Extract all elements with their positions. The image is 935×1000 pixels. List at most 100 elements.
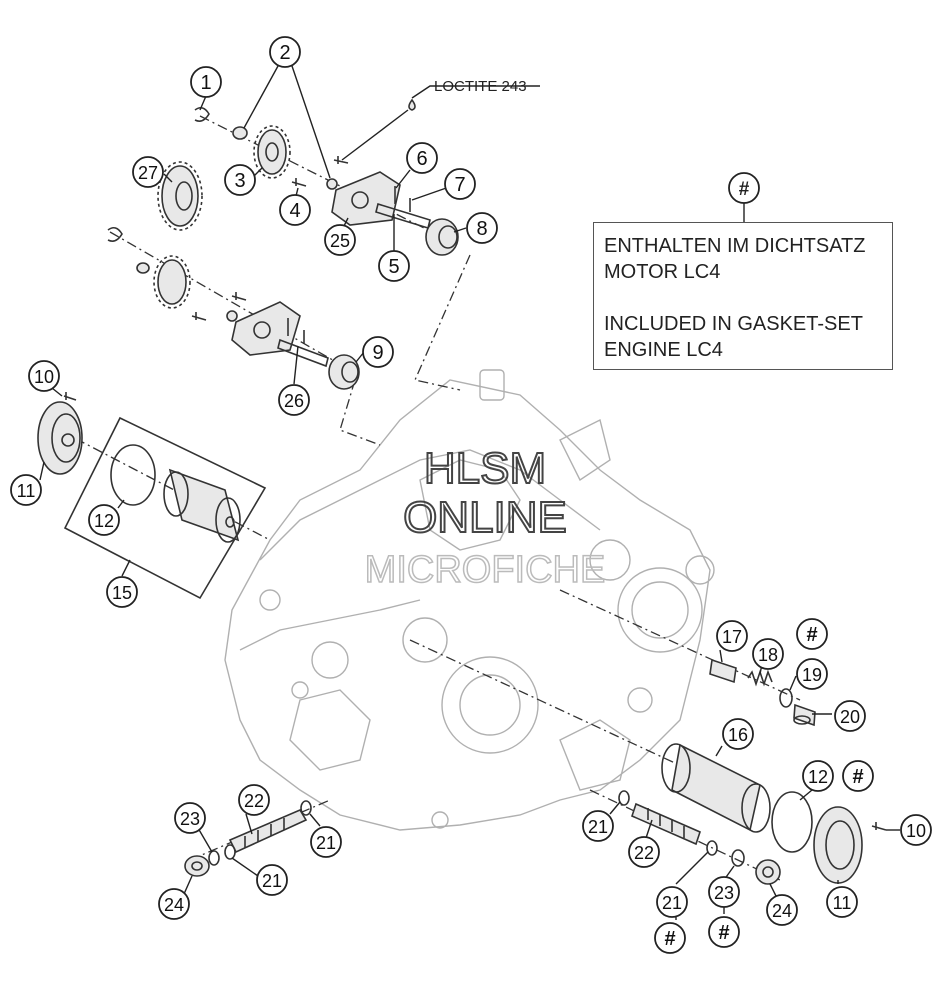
svg-text:12: 12 (808, 767, 828, 787)
svg-text:26: 26 (284, 391, 304, 411)
o-ring-21c (618, 790, 630, 806)
callout-c21a: 21 (310, 826, 342, 858)
callout-c23a: 23 (174, 802, 206, 834)
svg-text:9: 9 (372, 342, 383, 364)
callout-c9: 9 (362, 336, 394, 368)
callout-h1: # (796, 618, 828, 650)
svg-text:16: 16 (728, 725, 748, 745)
gasket-set-note: ENTHALTEN IM DICHTSATZ MOTOR LC4 INCLUDE… (593, 222, 893, 370)
svg-text:21: 21 (662, 893, 682, 913)
callout-h4: # (708, 916, 740, 948)
svg-text:24: 24 (164, 895, 184, 915)
callout-c16: 16 (722, 718, 754, 750)
callout-c22a: 22 (238, 784, 270, 816)
watermark-line3: MICROFICHE (365, 549, 606, 591)
svg-text:27: 27 (138, 163, 158, 183)
svg-text:10: 10 (906, 821, 926, 841)
callout-c21b: 21 (256, 864, 288, 896)
o-ring-21d (706, 840, 718, 856)
svg-text:21: 21 (262, 871, 282, 891)
oil-pump-gear-3 (253, 125, 291, 179)
svg-text:7: 7 (454, 174, 465, 196)
oil-filter-cover-11-left (37, 401, 83, 475)
callout-c18: 18 (752, 638, 784, 670)
svg-text:8: 8 (476, 218, 487, 240)
callout-c7: 7 (444, 168, 476, 200)
note-line3: INCLUDED IN GASKET-SET (604, 313, 863, 335)
watermark-line2: ONLINE (403, 493, 567, 542)
engine-crankcase (224, 369, 715, 831)
svg-text:20: 20 (840, 707, 860, 727)
o-ring-23b (731, 849, 745, 867)
callout-c11a: 11 (10, 474, 42, 506)
pump-shaft-26 (277, 338, 329, 368)
svg-text:5: 5 (388, 256, 399, 278)
svg-text:12: 12 (94, 511, 114, 531)
o-ring-21b (224, 844, 236, 860)
callout-c19: 19 (796, 658, 828, 690)
callout-c3: 3 (224, 164, 256, 196)
callout-c23b: 23 (708, 876, 740, 908)
parts (37, 98, 887, 885)
svg-text:23: 23 (714, 883, 734, 903)
note-line1: ENTHALTEN IM DICHTSATZ (604, 235, 866, 257)
plug-24-left (184, 855, 210, 877)
washer-2a (232, 126, 248, 140)
oil-screen-22-right (631, 802, 701, 846)
note-marker: # (728, 172, 760, 204)
svg-text:#: # (739, 179, 750, 200)
svg-text:24: 24 (772, 901, 792, 921)
o-ring-19 (779, 688, 793, 708)
callout-c21c: 21 (582, 810, 614, 842)
piston-17 (709, 658, 737, 684)
svg-text:6: 6 (416, 148, 427, 170)
pump-gear-lower (153, 255, 191, 309)
svg-text:22: 22 (634, 843, 654, 863)
pump-rotor-8 (425, 218, 459, 256)
svg-text:#: # (852, 766, 863, 788)
svg-text:25: 25 (330, 231, 350, 251)
oil-screen-22-left (228, 808, 308, 854)
callout-h3: # (654, 922, 686, 954)
svg-text:17: 17 (722, 627, 742, 647)
svg-text:21: 21 (588, 817, 608, 837)
callout-c24a: 24 (158, 888, 190, 920)
callout-c24b: 24 (766, 894, 798, 926)
watermark-line1: HLSM (424, 444, 546, 493)
callout-c12b: 12 (802, 760, 834, 792)
svg-text:1: 1 (200, 72, 211, 94)
callout-c10b: 10 (900, 814, 932, 846)
o-ring-12-left (110, 444, 156, 506)
oil-pump-cover-lower (231, 301, 301, 356)
intermediate-gear-27 (157, 161, 203, 231)
svg-text:11: 11 (833, 893, 852, 913)
pump-rotor-9 (328, 354, 360, 390)
callout-c12a: 12 (88, 504, 120, 536)
callout-c21d: 21 (656, 886, 688, 918)
callout-c6: 6 (406, 142, 438, 174)
watermark: HLSM ONLINE MICROFICHE (364, 443, 606, 592)
loctite-drop (408, 98, 416, 111)
callout-c11b: 11 (826, 886, 858, 918)
svg-text:10: 10 (34, 367, 54, 387)
callout-c26: 26 (278, 384, 310, 416)
svg-text:19: 19 (802, 665, 822, 685)
oil-filter-16 (661, 743, 771, 833)
svg-text:2: 2 (279, 42, 290, 64)
callout-c10a: 10 (28, 360, 60, 392)
svg-text:11: 11 (17, 481, 36, 501)
callout-h2: # (842, 760, 874, 792)
note-line2: MOTOR LC4 (604, 261, 721, 283)
plug-20 (793, 703, 816, 727)
callout-c1: 1 (190, 66, 222, 98)
svg-text:#: # (806, 624, 817, 646)
callout-c5: 5 (378, 250, 410, 282)
svg-text:3: 3 (234, 170, 245, 192)
circlip-1 (194, 106, 210, 122)
o-ring-23a (208, 850, 220, 866)
callout-c2: 2 (269, 36, 301, 68)
oil-filter-cover-11-right (813, 806, 863, 884)
callout-c25: 25 (324, 224, 356, 256)
